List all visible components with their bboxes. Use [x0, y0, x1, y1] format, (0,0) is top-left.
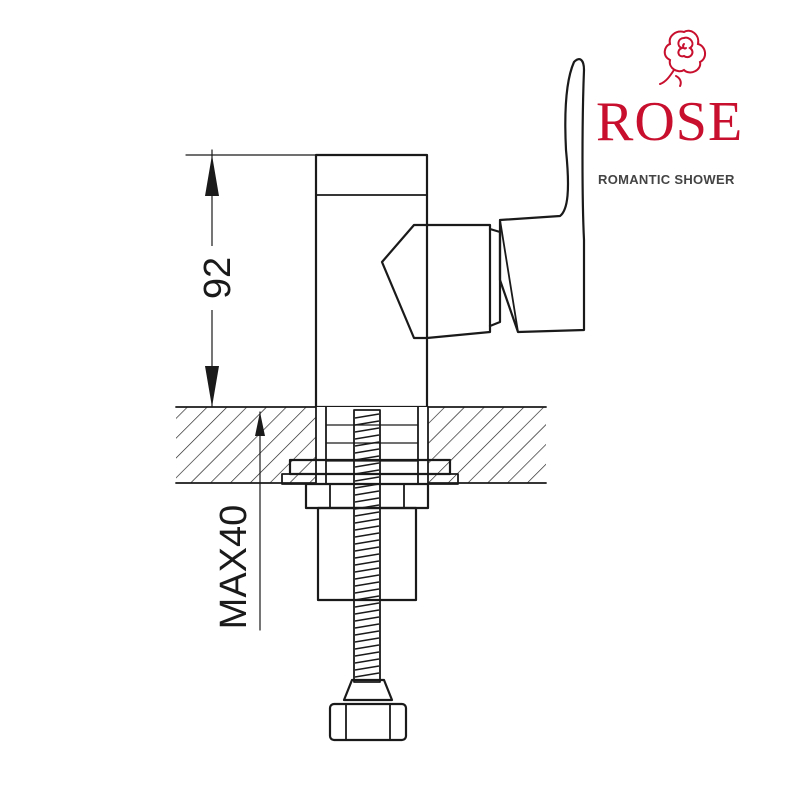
mounting-dimension-label: MAX40	[213, 505, 255, 630]
rod-thread	[354, 658, 380, 664]
rod-thread	[354, 588, 380, 594]
handle-lever	[380, 58, 586, 340]
faucet-body	[314, 153, 429, 409]
rod-thread	[354, 448, 380, 454]
rod-thread	[354, 553, 380, 559]
rod-thread	[354, 546, 380, 552]
brand-tagline: ROMANTIC SHOWER	[598, 172, 735, 187]
rod-thread	[354, 595, 380, 601]
rod-thread	[354, 665, 380, 671]
rod-thread	[354, 420, 380, 426]
rod-thread	[354, 497, 380, 503]
rod-thread	[354, 651, 380, 657]
rod-thread	[354, 441, 380, 447]
height-dimension-label: 92	[197, 257, 239, 299]
countertop	[175, 406, 547, 484]
rod-thread	[354, 483, 380, 489]
rod-thread	[354, 413, 380, 419]
rod-thread	[354, 581, 380, 587]
rod-thread	[354, 574, 380, 580]
rod-thread	[354, 560, 380, 566]
rod-thread	[354, 525, 380, 531]
rod-thread	[354, 672, 380, 678]
rod-thread	[354, 504, 380, 510]
rod-thread	[354, 539, 380, 545]
brand-name: ROSE	[596, 91, 744, 153]
rod-thread	[354, 630, 380, 636]
rod-thread	[354, 644, 380, 650]
rod-thread	[354, 637, 380, 643]
rod-thread	[354, 469, 380, 475]
rod-thread	[354, 476, 380, 482]
rod-thread	[354, 602, 380, 608]
rod-thread	[354, 623, 380, 629]
mounting-nut	[304, 482, 430, 510]
rod-thread	[354, 462, 380, 468]
rod-thread	[354, 511, 380, 517]
rod-thread	[354, 518, 380, 524]
lower-sleeve	[316, 506, 418, 602]
rod-thread	[354, 434, 380, 440]
rod-thread	[354, 616, 380, 622]
rod-thread	[354, 567, 380, 573]
hose-connector	[328, 678, 408, 742]
height-dimension: 92	[185, 149, 317, 408]
rod-thread	[354, 609, 380, 615]
mounting-thickness-dimension: MAX40	[213, 411, 265, 631]
rod-thread	[354, 490, 380, 496]
rod-thread	[354, 427, 380, 433]
threaded-rod	[353, 409, 381, 683]
rod-thread	[354, 532, 380, 538]
rose-flower-icon	[659, 29, 706, 87]
rod-thread	[354, 455, 380, 461]
